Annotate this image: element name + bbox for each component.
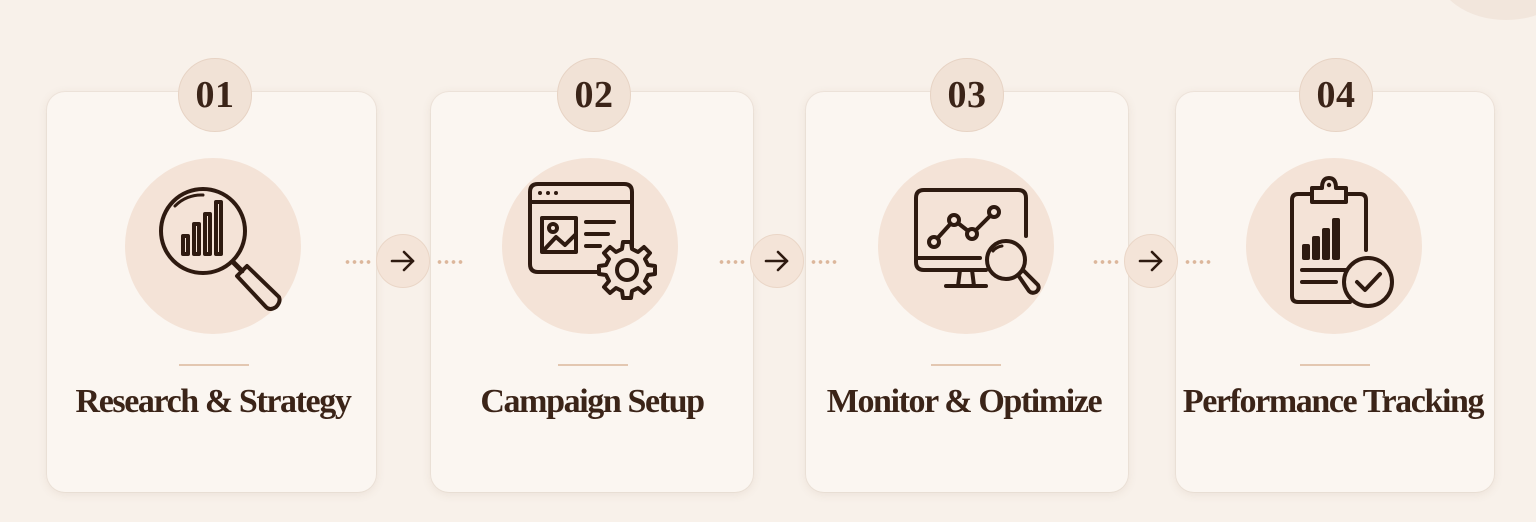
magnifier-bar-chart-icon — [159, 187, 282, 311]
arrow-right-icon — [390, 250, 415, 272]
arrow-right-icon — [1138, 250, 1163, 272]
background-arc-decoration — [1436, 0, 1536, 20]
dotted-line — [1092, 260, 1120, 264]
browser-window-gear-icon — [528, 182, 657, 300]
monitor-line-chart-magnifier-icon — [914, 188, 1041, 295]
connector-2 — [718, 234, 838, 290]
arrow-button[interactable] — [750, 234, 804, 288]
dotted-line — [436, 260, 464, 264]
divider — [179, 364, 249, 366]
divider — [1300, 364, 1370, 366]
clipboard-chart-checkmark-icon — [1290, 176, 1394, 308]
connector-3 — [1092, 234, 1212, 290]
icon-circle — [502, 158, 678, 334]
arrow-button[interactable] — [1124, 234, 1178, 288]
arrow-right-icon — [764, 250, 789, 272]
divider — [558, 364, 628, 366]
step-number-badge: 01 — [178, 58, 252, 132]
icon-circle — [125, 158, 301, 334]
step-number-badge: 03 — [930, 58, 1004, 132]
step-title: Research & Strategy — [75, 383, 352, 420]
dotted-line — [1184, 260, 1212, 264]
dotted-line — [810, 260, 838, 264]
step-title: Performance Tracking — [1182, 383, 1485, 420]
connector-1 — [344, 234, 464, 290]
divider — [931, 364, 1001, 366]
icon-circle — [1246, 158, 1422, 334]
step-title: Campaign Setup — [480, 383, 705, 420]
dotted-line — [344, 260, 372, 264]
step-number-badge: 02 — [557, 58, 631, 132]
step-title: Monitor & Optimize — [826, 383, 1103, 420]
step-number-badge: 04 — [1299, 58, 1373, 132]
icon-circle — [878, 158, 1054, 334]
dotted-line — [718, 260, 746, 264]
arrow-button[interactable] — [376, 234, 430, 288]
